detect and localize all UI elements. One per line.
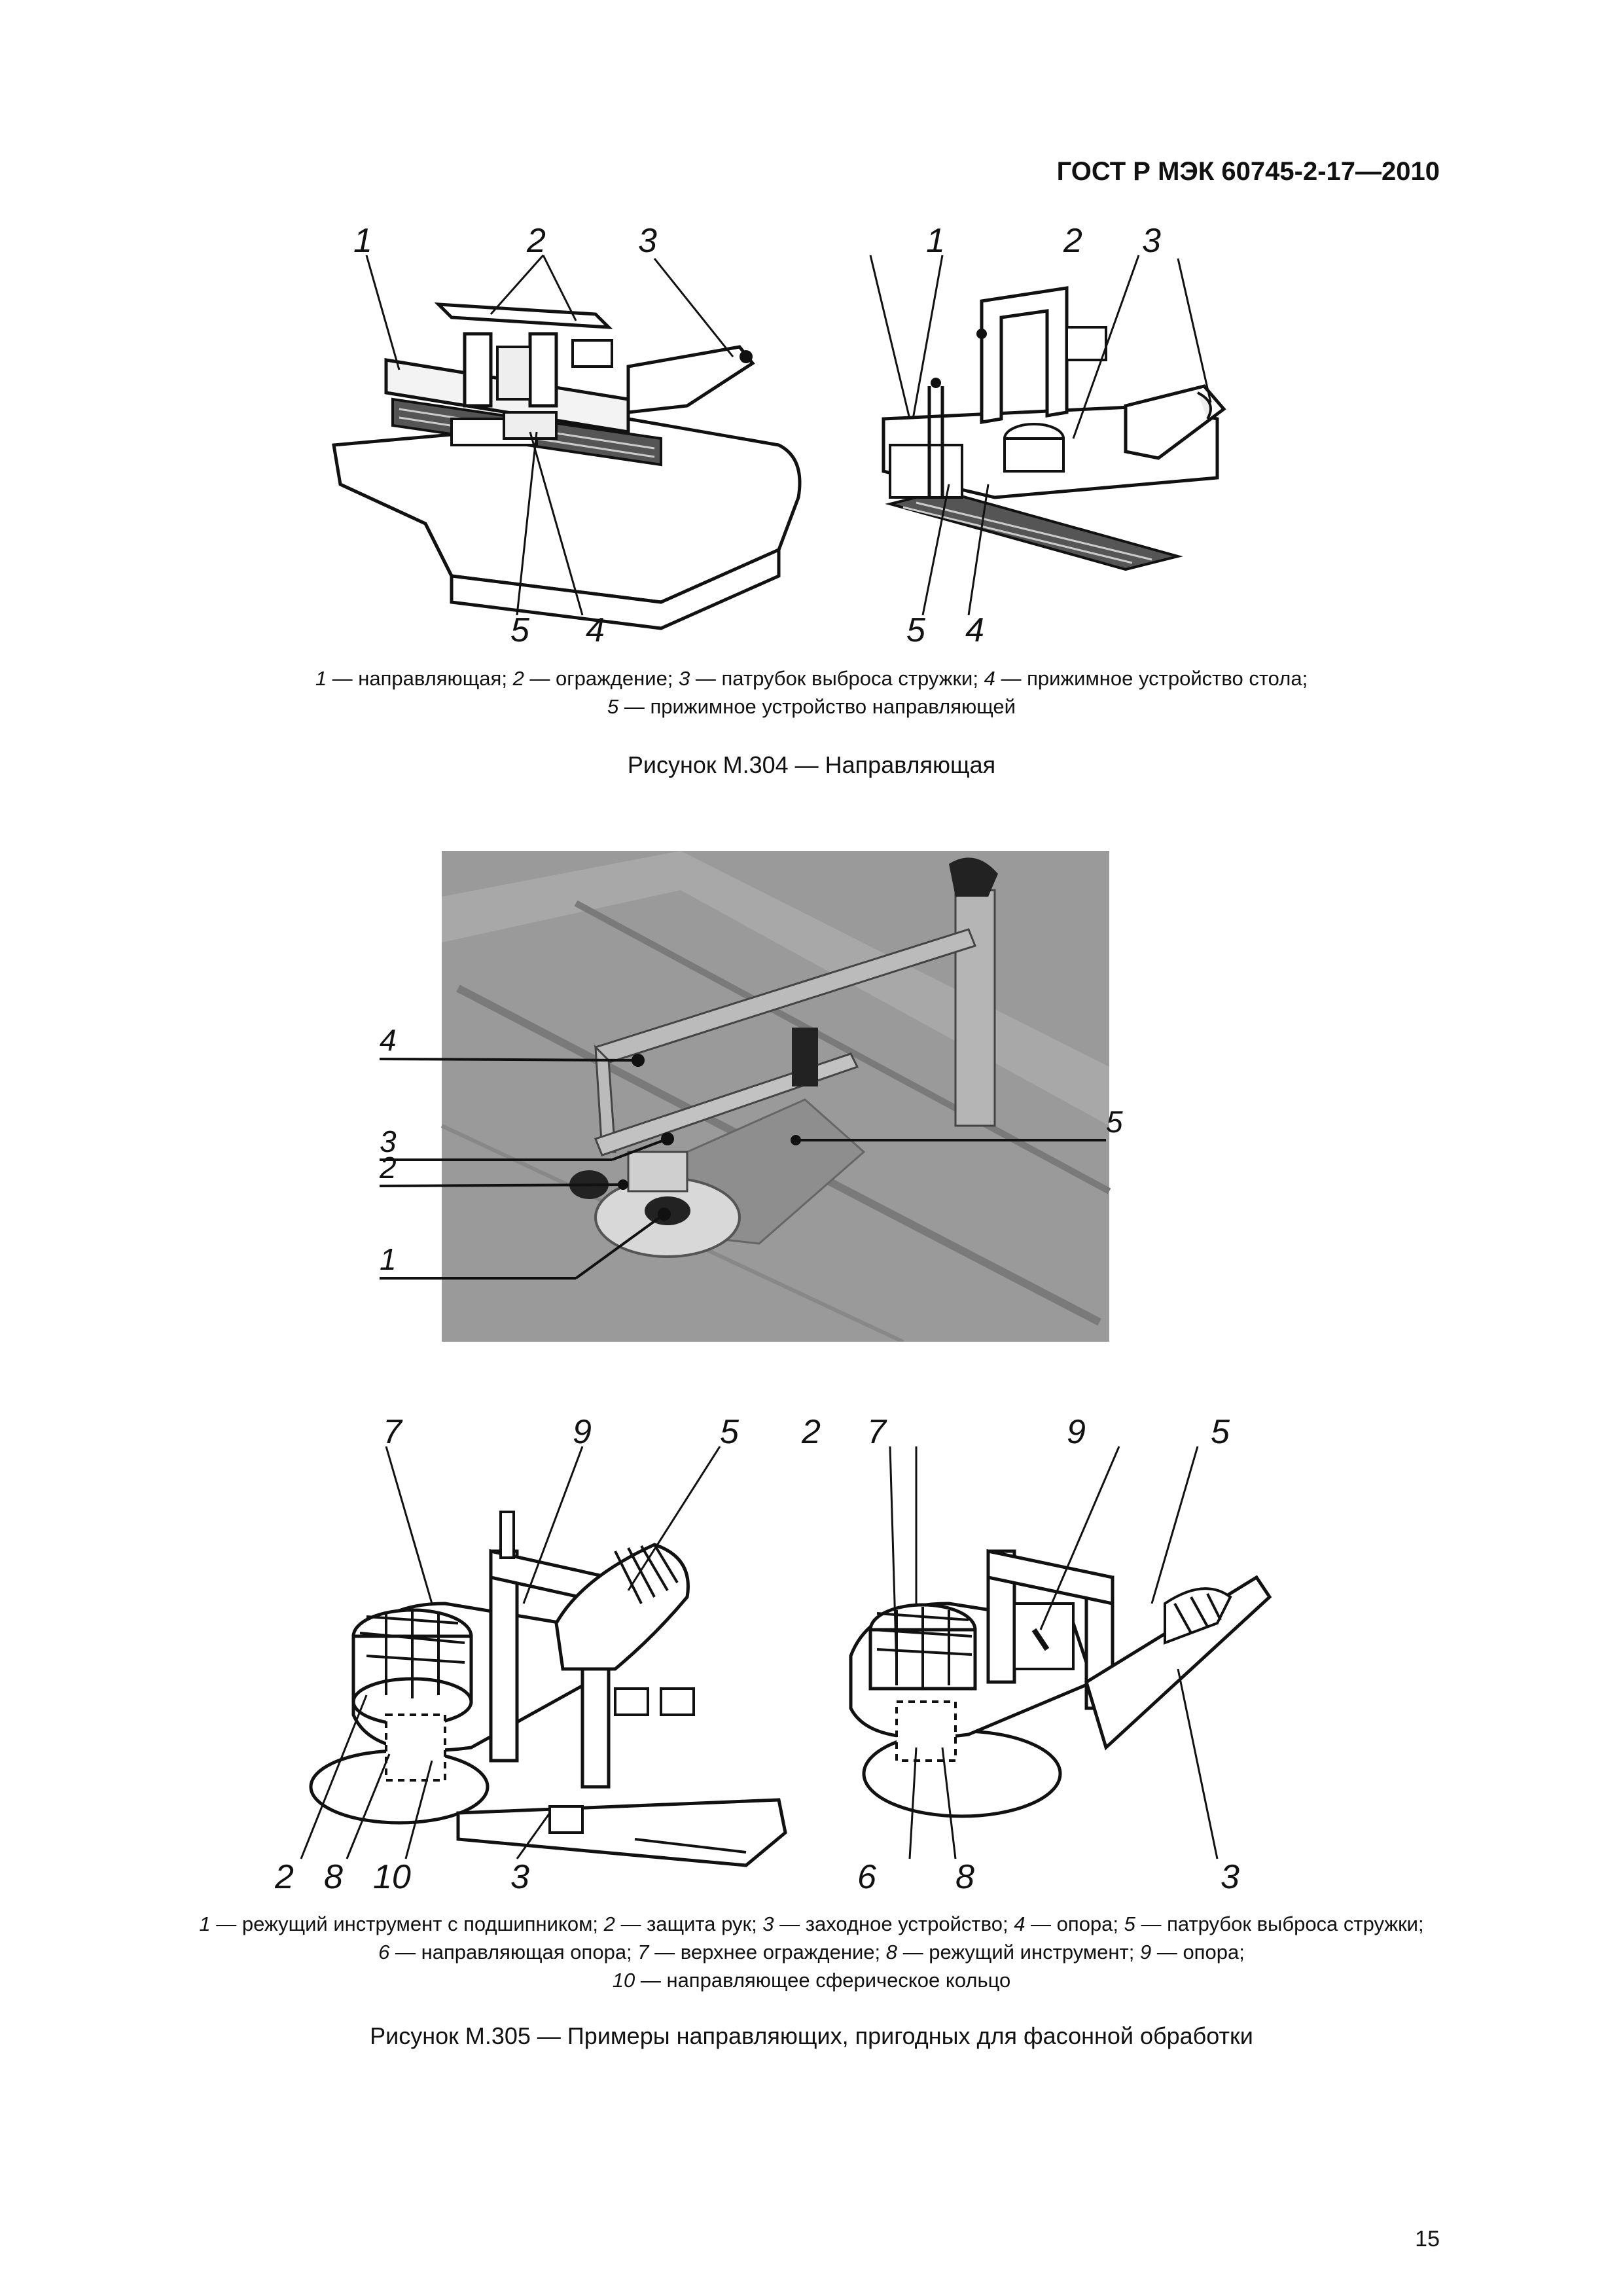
figure-305-legend-line-2: 6 — направляющая опора; 7 — верхнее огра… — [378, 1941, 1245, 1964]
figure-305-legend-line-1: 1 — режущий инструмент с подшипником; 2 … — [199, 1912, 1424, 1935]
figure-304-right-drawing: 1 2 3 4 5 — [869, 223, 1226, 648]
figure-305-left-label-3: 3 — [510, 1858, 529, 1892]
figure-304-legend-line-1: 1 — направляющая; 2 — ограждение; 3 — па… — [315, 667, 1308, 690]
figure-305-right-label-9: 9 — [1067, 1413, 1086, 1451]
page-number: 15 — [1415, 2227, 1440, 2251]
figure-304-left-label-1: 1 — [353, 223, 372, 260]
figure-305-left-drawing: 7 9 5 2 8 10 3 — [275, 1413, 787, 1892]
figure-304-right-label-1: 1 — [926, 223, 945, 260]
figure-305-right-label-6: 6 — [857, 1858, 876, 1892]
photo-label-5: 5 — [1106, 1105, 1123, 1139]
figure-304-left-drawing: 1 2 3 4 5 — [332, 223, 802, 648]
figure-305-left-label-2: 2 — [275, 1858, 294, 1892]
figure-305-right-label-2: 2 — [801, 1413, 821, 1451]
photo-label-4: 4 — [380, 1023, 397, 1057]
figure-304-left-label-5: 5 — [510, 611, 530, 648]
figure-304-right-label-2: 2 — [1063, 223, 1082, 260]
figure-305-legend: 1 — режущий инструмент с подшипником; 2 … — [79, 1910, 1544, 1994]
figure-305-right-drawing: 2 7 9 5 6 8 3 — [801, 1413, 1272, 1892]
document-header: ГОСТ Р МЭК 60745-2-17—2010 — [1056, 157, 1440, 186]
figure-304-legend: 1 — направляющая; 2 — ограждение; 3 — па… — [157, 664, 1466, 721]
figure-304-right-label-4: 4 — [965, 611, 984, 648]
figure-304-left-label-3: 3 — [638, 223, 657, 260]
figure-305-left-label-7: 7 — [383, 1413, 403, 1451]
figure-305-left-label-8: 8 — [324, 1858, 343, 1892]
figure-304-left-label-2: 2 — [526, 223, 546, 260]
figure-305-right-label-3: 3 — [1221, 1858, 1240, 1892]
figure-304-right-label-5: 5 — [906, 611, 926, 648]
figure-305-left-label-5: 5 — [720, 1413, 740, 1451]
figure-305-left-label-10: 10 — [373, 1858, 411, 1892]
figure-304-caption: Рисунок М.304 — Направляющая — [627, 751, 996, 778]
figure-305-legend-line-3: 10 — направляющее сферическое кольцо — [612, 1969, 1011, 1992]
figure-305-caption: Рисунок М.305 — Примеры направляющих, пр… — [370, 2022, 1253, 2049]
figure-305-right-label-5: 5 — [1211, 1413, 1230, 1451]
figure-305-right-label-7: 7 — [867, 1413, 887, 1451]
figure-304-right-label-3: 3 — [1142, 223, 1161, 260]
figure-304-legend-line-2: 5 — прижимное устройство направляющей — [607, 695, 1016, 718]
figure-305-right-label-8: 8 — [955, 1858, 974, 1892]
photo-label-2: 2 — [380, 1151, 397, 1185]
photo-label-1: 1 — [380, 1242, 397, 1276]
figure-305-left-label-9: 9 — [573, 1413, 592, 1451]
figure-304-left-label-4: 4 — [586, 611, 605, 648]
photo-label-3: 3 — [380, 1124, 397, 1158]
guide-photo: 4 3 2 1 5 — [380, 851, 1123, 1342]
